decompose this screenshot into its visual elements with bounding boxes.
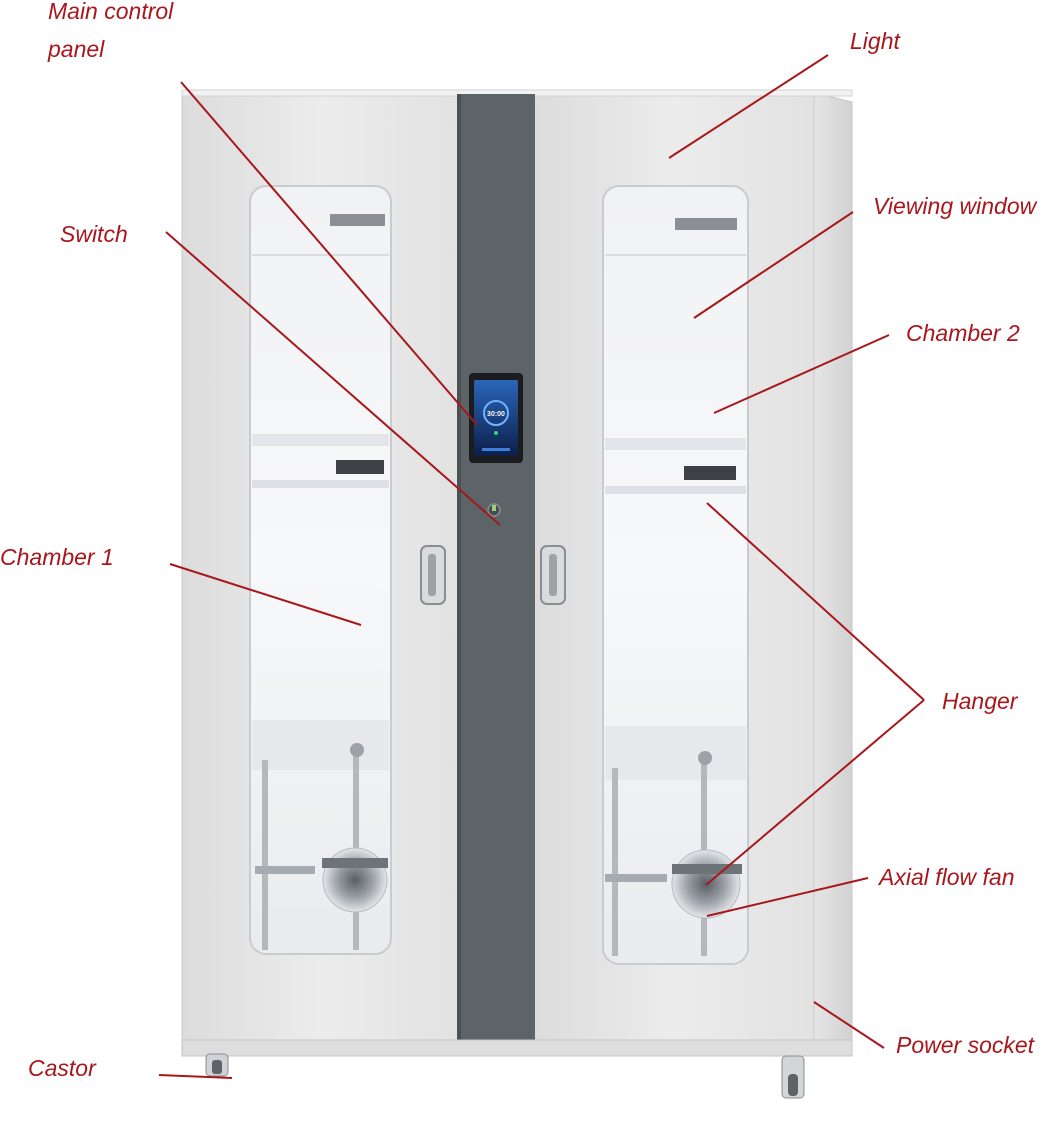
- screen-timer: 30:00: [487, 411, 505, 418]
- control-screen: [474, 380, 518, 456]
- label-viewing-window: Viewing window: [873, 193, 1037, 219]
- cabinet-base: [181, 1039, 853, 1057]
- leader-castor: [158, 1074, 233, 1079]
- left-axial-fan: [322, 847, 388, 913]
- label-switch: Switch: [60, 221, 128, 247]
- leader-hanger-1: [706, 502, 925, 701]
- right-top-hanger: [675, 218, 737, 230]
- leader-lines: [158, 54, 925, 1079]
- power-switch: [487, 503, 501, 517]
- leader-switch: [165, 231, 501, 526]
- leader-chamber-2: [713, 334, 890, 414]
- leader-light: [668, 54, 829, 159]
- label-main-control-panel-line1: Main control: [48, 0, 174, 24]
- left-top-hanger: [330, 214, 385, 226]
- castors: [205, 1053, 805, 1099]
- door-handles: [420, 545, 566, 605]
- leader-axial-flow-fan: [706, 877, 869, 917]
- label-axial-flow-fan: Axial flow fan: [879, 864, 1015, 890]
- label-hanger: Hanger: [942, 688, 1018, 714]
- main-control-panel: 30:00: [469, 373, 523, 463]
- leader-chamber-1: [169, 563, 362, 626]
- label-power-socket: Power socket: [896, 1032, 1035, 1058]
- right-shelf: [605, 438, 746, 450]
- center-strip: [457, 94, 535, 1052]
- label-light: Light: [850, 28, 900, 54]
- label-chamber-2: Chamber 2: [906, 320, 1020, 346]
- leader-viewing-window: [693, 211, 854, 319]
- label-main-control-panel-line2: panel: [48, 36, 105, 62]
- leader-hanger-2: [705, 699, 925, 886]
- right-window: [602, 185, 749, 965]
- left-middle-hanger: [336, 460, 384, 474]
- left-shelf: [252, 434, 389, 446]
- leader-power-socket: [813, 1001, 885, 1049]
- label-chamber-1: Chamber 1: [0, 544, 114, 570]
- left-window: [249, 185, 392, 955]
- right-middle-hanger: [684, 466, 736, 480]
- leader-main-control-panel: [180, 81, 478, 426]
- label-castor: Castor: [28, 1055, 96, 1081]
